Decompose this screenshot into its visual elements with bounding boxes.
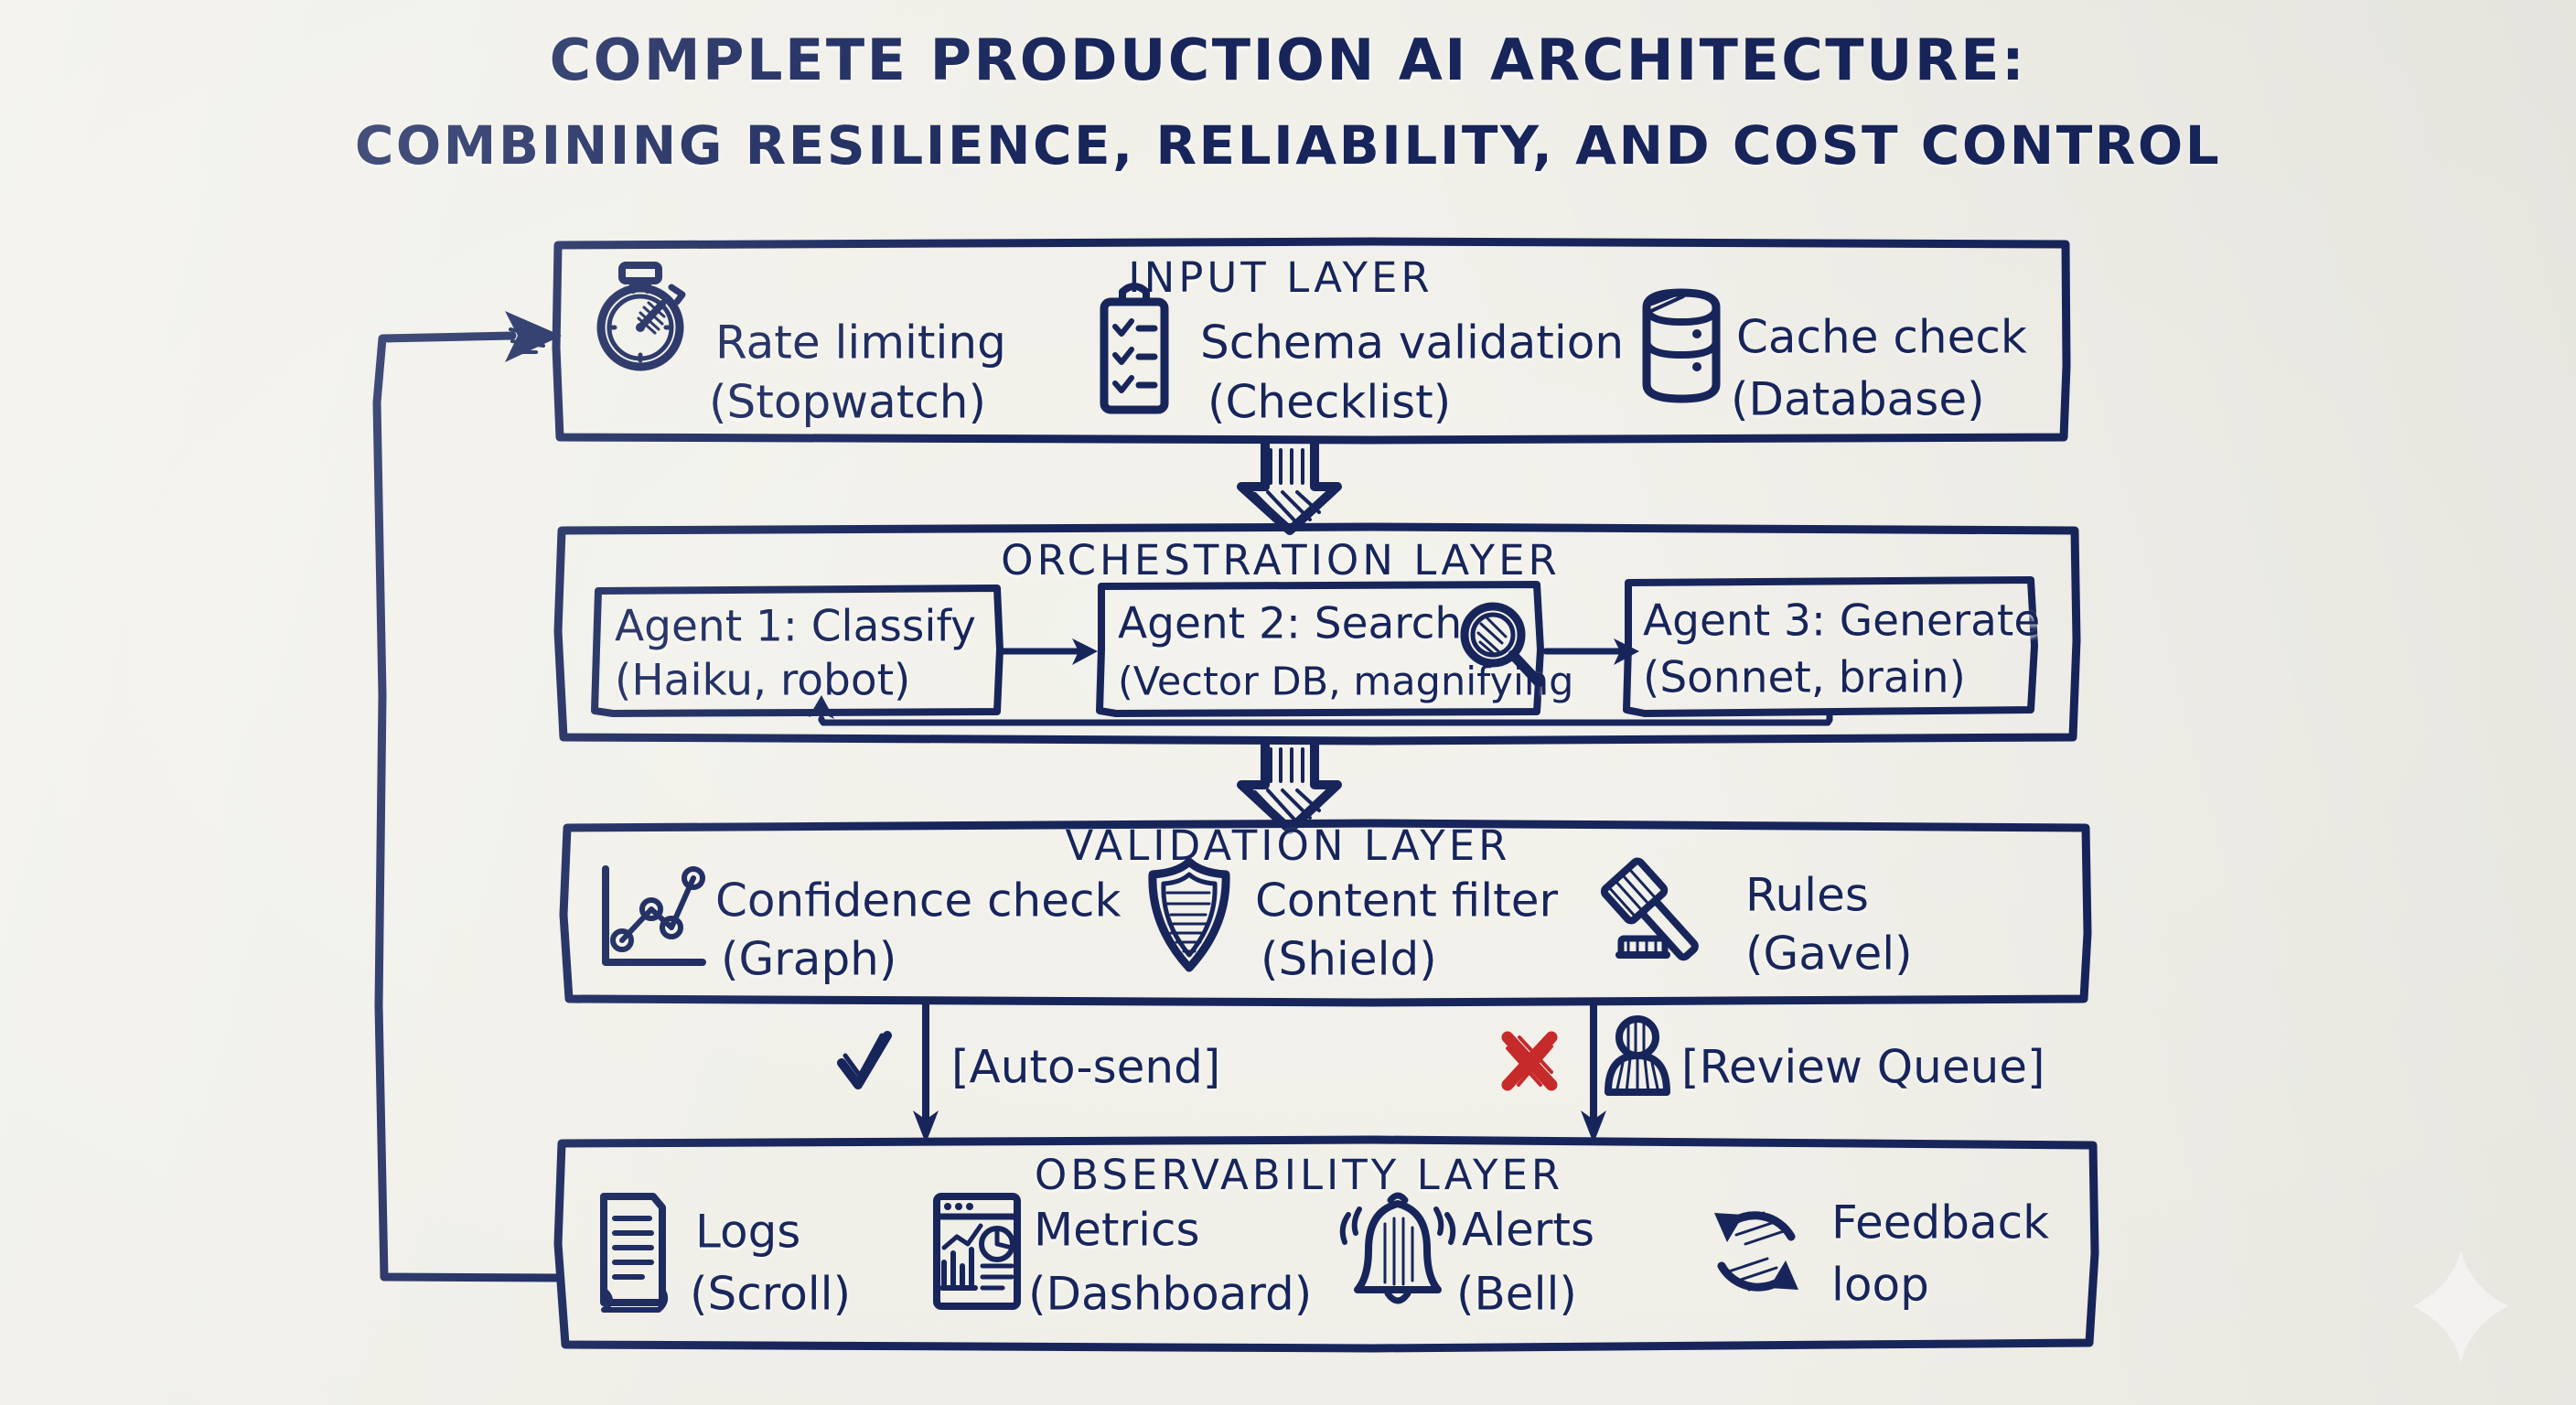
observability-item-1-note: (Dashboard) [1028, 1268, 1312, 1321]
validation-layer-box [559, 819, 2092, 1007]
agent-feedback-loop-arrow [809, 695, 1833, 726]
validation-item-1-name: Content filter [1255, 874, 1558, 928]
scroll-document-icon [600, 1193, 669, 1313]
flow-arrow-orchestration-to-validation [1237, 738, 1342, 834]
agent-1-note: (Haiku, robot) [615, 656, 910, 706]
magnifying-glass-icon [1460, 602, 1544, 688]
person-icon [1605, 1015, 1670, 1096]
sparkle-icon [2413, 1249, 2508, 1363]
observability-item-0-name: Logs [695, 1206, 800, 1259]
page-title-line-2: COMBINING RESILIENCE, RELIABILITY, AND C… [355, 114, 2221, 177]
branch-auto-send-line [913, 999, 939, 1143]
input-item-0-note: (Stopwatch) [709, 376, 986, 429]
validation-item-1-note: (Shield) [1261, 933, 1437, 986]
validation-item-2-name: Rules [1745, 869, 1869, 922]
stopwatch-icon [596, 262, 686, 371]
observability-layer-box [553, 1135, 2099, 1353]
database-icon [1642, 288, 1721, 403]
observability-item-2-note: (Bell) [1456, 1268, 1577, 1321]
input-item-1-name: Schema validation [1200, 316, 1624, 370]
validation-layer-label: VALIDATION LAYER [1066, 821, 1511, 870]
input-item-0-name: Rate limiting [715, 316, 1006, 370]
observability-item-0-note: (Scroll) [690, 1268, 851, 1321]
observability-item-3-name: Feedback [1831, 1196, 2049, 1249]
input-item-2-name: Cache check [1736, 311, 2027, 364]
orchestration-layer-label: ORCHESTRATION LAYER [1001, 536, 1561, 585]
flow-arrow-input-to-orchestration [1237, 439, 1342, 535]
agent-2-note: (Vector DB, magnifying [1118, 660, 1573, 705]
orchestration-layer-box [553, 522, 2081, 745]
agent-3-box[interactable] [1623, 576, 2038, 717]
input-layer-box [552, 237, 2071, 445]
clipboard-checklist-icon [1100, 283, 1169, 414]
red-x-icon [1501, 1031, 1558, 1091]
input-item-2-note: (Database) [1731, 373, 1985, 426]
branch-review-queue-label: [Review Queue] [1681, 1041, 2045, 1094]
checkmark-icon [837, 1031, 892, 1089]
branch-review-queue-line [1581, 999, 1606, 1143]
validation-item-0-note: (Graph) [721, 933, 896, 986]
validation-item-2-note: (Gavel) [1745, 928, 1913, 981]
bell-icon [1339, 1192, 1456, 1304]
agent-3-note: (Sonnet, brain) [1643, 653, 1966, 703]
branch-auto-send-label: [Auto-send] [951, 1041, 1220, 1094]
page-title-line-1: COMPLETE PRODUCTION AI ARCHITECTURE: [550, 27, 2027, 93]
agent-3-title: Agent 3: Generate [1643, 596, 2040, 647]
dashboard-icon [933, 1193, 1021, 1310]
input-layer-label: INPUT LAYER [1128, 253, 1433, 302]
gavel-icon [1600, 857, 1699, 961]
input-item-1-note: (Checklist) [1208, 376, 1451, 429]
agent-1-box[interactable] [591, 585, 1004, 717]
agent-2-box[interactable] [1096, 581, 1544, 717]
shield-icon [1148, 857, 1230, 972]
agent-1-title: Agent 1: Classify [615, 602, 976, 652]
refresh-loop-icon [1714, 1211, 1798, 1292]
validation-item-0-name: Confidence check [715, 874, 1121, 928]
line-graph-icon [602, 865, 706, 966]
agent-2-title: Agent 2: Search [1118, 599, 1462, 649]
observability-item-3-note: loop [1831, 1259, 1929, 1312]
global-feedback-loop-arrow [372, 311, 562, 1282]
arrow-agent1-to-agent2 [998, 638, 1098, 665]
observability-item-1-name: Metrics [1034, 1204, 1200, 1257]
observability-layer-label: OBSERVABILITY LAYER [1035, 1151, 1563, 1199]
observability-item-2-name: Alerts [1462, 1204, 1594, 1257]
